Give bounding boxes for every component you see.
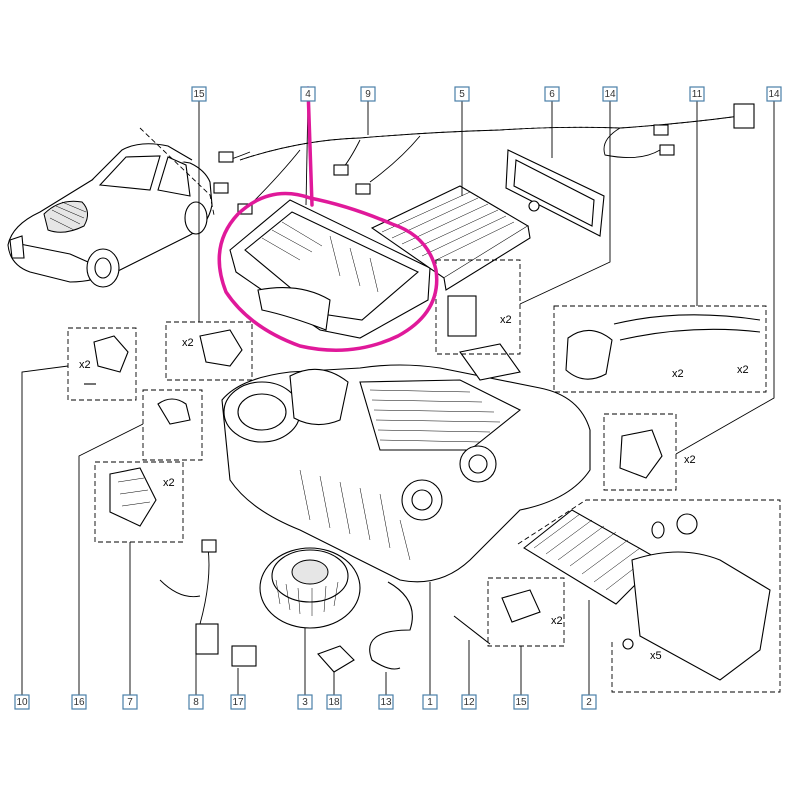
callout-box bbox=[300, 86, 316, 102]
callout-number: 3 bbox=[302, 697, 308, 708]
callout-c9: 9 bbox=[360, 86, 376, 102]
callout-c7: 7 bbox=[122, 694, 138, 710]
callout-box bbox=[602, 86, 618, 102]
callout-box bbox=[191, 86, 207, 102]
quantity-label-q4: x2 bbox=[163, 477, 175, 489]
callout-c12: 12 bbox=[461, 694, 477, 710]
cabin-filter bbox=[370, 185, 531, 291]
callout-c14b: 14 bbox=[766, 86, 782, 102]
wiring-harness bbox=[213, 103, 755, 215]
vehicle-illustration bbox=[7, 143, 213, 288]
quantity-label-q6: x2 bbox=[737, 364, 749, 376]
callout-c1: 1 bbox=[422, 694, 438, 710]
quantity-label-q7: x2 bbox=[684, 454, 696, 466]
callout-box bbox=[297, 694, 313, 710]
quantity-label-q3: x2 bbox=[79, 359, 91, 371]
callout-box bbox=[454, 86, 470, 102]
callout-box bbox=[326, 694, 342, 710]
callout-box bbox=[230, 694, 246, 710]
callout-c3: 3 bbox=[297, 694, 313, 710]
highlight-annotation bbox=[217, 86, 439, 352]
highlight-pointer-line bbox=[306, 86, 314, 207]
hvac-main-unit bbox=[221, 343, 591, 583]
small-parts bbox=[84, 295, 761, 673]
callout-box bbox=[461, 694, 477, 710]
callout-number: 16 bbox=[73, 697, 85, 708]
callout-c11: 11 bbox=[689, 86, 705, 102]
callout-box bbox=[71, 694, 87, 710]
callout-number: 14 bbox=[768, 89, 780, 100]
heater-core bbox=[523, 509, 771, 681]
callout-c10: 10 bbox=[14, 694, 30, 710]
callout-number: 5 bbox=[459, 89, 465, 100]
callout-box bbox=[422, 694, 438, 710]
callout-box bbox=[513, 694, 529, 710]
callout-box bbox=[14, 694, 30, 710]
air-box-housing bbox=[229, 199, 431, 339]
callout-number: 2 bbox=[586, 697, 592, 708]
callout-c15a: 15 bbox=[191, 86, 207, 102]
quantity-label-q9: x5 bbox=[650, 650, 662, 662]
callout-number: 6 bbox=[549, 89, 555, 100]
callout-number: 8 bbox=[193, 697, 199, 708]
highlight-circle bbox=[217, 191, 439, 352]
callout-box bbox=[766, 86, 782, 102]
callout-c6: 6 bbox=[544, 86, 560, 102]
callout-box bbox=[544, 86, 560, 102]
callout-c18: 18 bbox=[326, 694, 342, 710]
callout-number: 9 bbox=[365, 89, 371, 100]
quantity-label-q5: x2 bbox=[672, 368, 684, 380]
callout-number: 10 bbox=[16, 697, 28, 708]
quantity-label-q1: x2 bbox=[182, 337, 194, 349]
blower-motor bbox=[259, 547, 361, 629]
callout-box bbox=[378, 694, 394, 710]
quantity-label-q2: x2 bbox=[500, 314, 512, 326]
callout-number: 15 bbox=[515, 697, 527, 708]
callout-c2: 2 bbox=[581, 694, 597, 710]
callout-c4: 4 bbox=[300, 86, 316, 102]
callout-number: 15 bbox=[193, 89, 205, 100]
callout-number: 7 bbox=[127, 697, 133, 708]
callout-box bbox=[581, 694, 597, 710]
callout-box bbox=[360, 86, 376, 102]
callout-c14a: 14 bbox=[602, 86, 618, 102]
callout-c13: 13 bbox=[378, 694, 394, 710]
callout-c17: 17 bbox=[230, 694, 246, 710]
callout-c15b: 15 bbox=[513, 694, 529, 710]
callout-number: 12 bbox=[463, 697, 475, 708]
callout-c5: 5 bbox=[454, 86, 470, 102]
part-group-frames bbox=[67, 127, 781, 693]
callout-box bbox=[122, 694, 138, 710]
callout-number: 14 bbox=[604, 89, 616, 100]
callout-number: 13 bbox=[380, 697, 392, 708]
callout-c16: 16 bbox=[71, 694, 87, 710]
quantity-label-q8: x2 bbox=[551, 615, 563, 627]
quantity-layer: x2 x2 x2 x2 x2 x2 x2 x2 x5 bbox=[79, 314, 749, 662]
callout-number: 18 bbox=[328, 697, 340, 708]
callout-number: 1 bbox=[427, 697, 433, 708]
callout-number: 4 bbox=[305, 89, 311, 100]
callout-number: 17 bbox=[232, 697, 244, 708]
callout-box bbox=[188, 694, 204, 710]
callout-c8: 8 bbox=[188, 694, 204, 710]
callout-box bbox=[689, 86, 705, 102]
callout-number: 11 bbox=[692, 89, 703, 100]
callout-layer: 15 4 9 5 6 14 11 14 10 16 7 8 17 3 18 13 1 12 15 2 bbox=[14, 86, 782, 710]
filter-frame bbox=[505, 149, 605, 237]
